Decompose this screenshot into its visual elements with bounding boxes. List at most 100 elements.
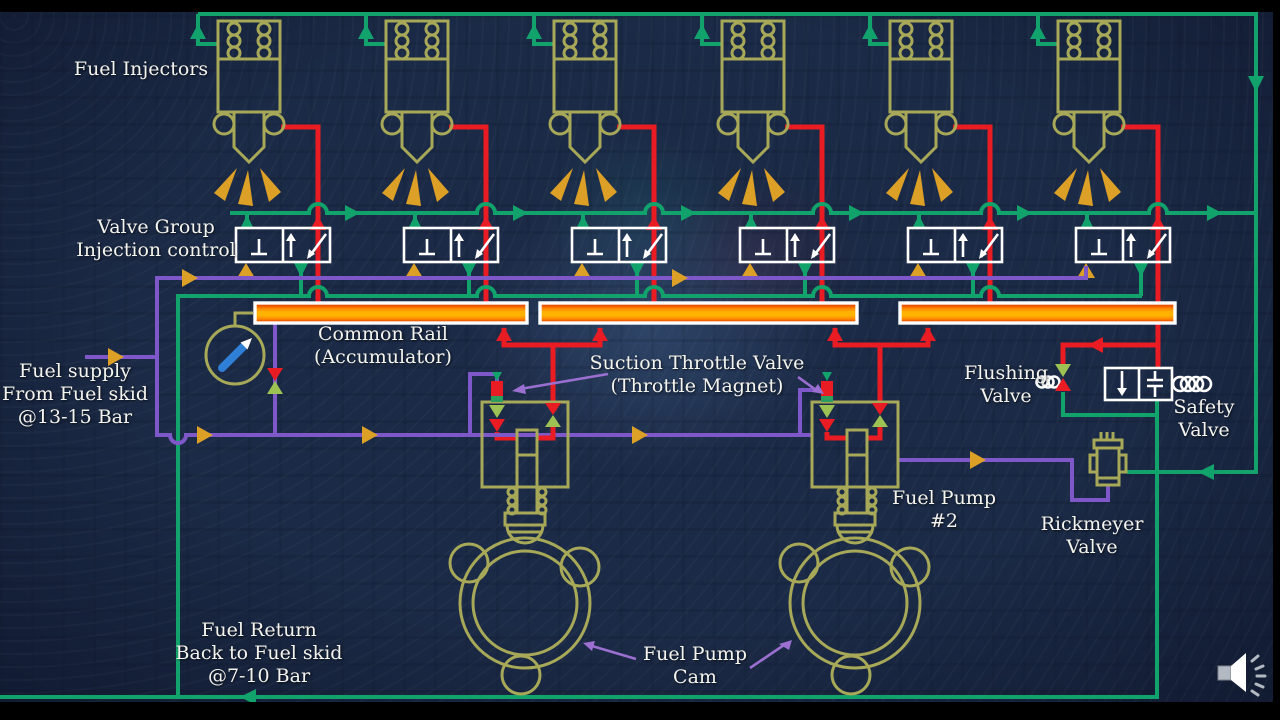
closed-port-symbol bbox=[1091, 239, 1107, 256]
spring-coil bbox=[592, 21, 608, 37]
letterbox-bottom bbox=[0, 702, 1280, 720]
spring-coil bbox=[226, 33, 242, 49]
letterbox-top bbox=[0, 0, 1280, 12]
plunger-spring bbox=[536, 495, 548, 507]
cam-lobe bbox=[448, 542, 490, 584]
label-line: Valve bbox=[1178, 419, 1230, 441]
fuel-spray bbox=[718, 168, 741, 201]
fuel-spray bbox=[214, 168, 237, 201]
closed-port-symbol bbox=[587, 239, 603, 256]
rail-check-valve bbox=[267, 381, 283, 394]
plunger-spring bbox=[836, 486, 848, 498]
spring-coil bbox=[1096, 21, 1112, 37]
discharge-check-valve bbox=[545, 403, 561, 415]
label-line: Fuel Return bbox=[201, 619, 317, 641]
spring-coil bbox=[562, 21, 578, 37]
suction-check-valve bbox=[489, 405, 505, 418]
fuel-injector-4 bbox=[716, 19, 790, 206]
spring-coil bbox=[898, 45, 914, 61]
pump-plunger bbox=[515, 428, 539, 515]
annotation-arrow bbox=[519, 372, 609, 391]
injection-control-valve-1 bbox=[236, 228, 332, 264]
fuel-return-line bbox=[0, 415, 1159, 699]
nozzle-collar bbox=[766, 112, 790, 136]
injector-body bbox=[384, 57, 450, 114]
letterbox-right bbox=[1273, 0, 1280, 720]
nozzle-collar bbox=[212, 112, 236, 136]
throttle-magnet-base bbox=[491, 396, 503, 402]
plunger-spring bbox=[836, 495, 848, 507]
cam-lobe bbox=[778, 542, 820, 584]
cam-follower bbox=[503, 511, 547, 527]
plunger-spring bbox=[866, 486, 878, 498]
nozzle-collar bbox=[598, 112, 622, 136]
injector-nozzle bbox=[400, 110, 434, 165]
main-piping bbox=[0, 12, 1264, 705]
flushing-spring bbox=[1047, 375, 1061, 389]
rickmeyer-valve bbox=[1088, 432, 1128, 487]
spring-coil bbox=[226, 21, 242, 37]
spring-coil bbox=[1066, 21, 1082, 37]
throttle-magnet-base bbox=[821, 396, 833, 402]
fuel-pump-2 bbox=[810, 372, 900, 545]
follower-shoe bbox=[835, 524, 875, 545]
throttle-magnet bbox=[821, 381, 833, 396]
fuel-spray bbox=[932, 168, 953, 202]
common-rail-3 bbox=[898, 301, 1177, 325]
annotation-arrow bbox=[797, 375, 817, 392]
spring-coil bbox=[592, 33, 608, 49]
label-line: From Fuel skid bbox=[1, 383, 149, 405]
injector-body bbox=[216, 57, 282, 114]
label-line: Fuel Injectors bbox=[73, 58, 209, 80]
plunger-spring bbox=[506, 495, 518, 507]
flow-arrow bbox=[622, 233, 632, 241]
safety-spring bbox=[1179, 375, 1197, 393]
valve-tab bbox=[1088, 453, 1099, 474]
nozzle-collar bbox=[934, 112, 958, 136]
closed-port-symbol bbox=[1147, 371, 1163, 397]
label-rickmeyer-valve: Rickmeyer Valve bbox=[1022, 513, 1162, 559]
spring-coil bbox=[730, 45, 746, 61]
nozzle-collar bbox=[716, 112, 740, 136]
label-line: #2 bbox=[929, 510, 958, 532]
injector-nozzle bbox=[568, 110, 602, 165]
label-line: Fuel supply bbox=[19, 360, 131, 382]
nozzle-collar bbox=[884, 112, 908, 136]
spring-coil bbox=[394, 33, 410, 49]
injection-control-valve-6 bbox=[1076, 228, 1172, 264]
nozzle-collar bbox=[1102, 112, 1126, 136]
fuel-spray bbox=[238, 170, 253, 206]
spring-coil bbox=[760, 33, 776, 49]
spring-coil bbox=[898, 21, 914, 37]
fuel-injector-6 bbox=[1052, 19, 1126, 206]
closed-port-symbol bbox=[251, 239, 267, 256]
audio-speaker-icon[interactable] bbox=[1217, 653, 1246, 692]
fuel-spray bbox=[764, 168, 785, 202]
fuel-spray bbox=[910, 170, 925, 206]
pump-housing bbox=[810, 400, 900, 489]
spring-coil bbox=[1096, 33, 1112, 49]
annotation-arrow bbox=[749, 643, 785, 670]
fuel-spray bbox=[406, 170, 421, 206]
flow-arrow bbox=[286, 233, 296, 241]
plunger-spring bbox=[866, 495, 878, 507]
flow-arrow bbox=[454, 233, 464, 241]
label-fuel-pump-2: Fuel Pump #2 bbox=[884, 487, 1004, 533]
cam-lobe-body bbox=[788, 536, 922, 670]
discharge-check-valve bbox=[545, 415, 561, 427]
label-line: Cam bbox=[673, 666, 717, 688]
nozzle-collar bbox=[1052, 112, 1076, 136]
pressure-gauge bbox=[204, 311, 266, 386]
annotation-arrow bbox=[591, 644, 637, 661]
pump2-to-rickmeyer bbox=[897, 458, 1110, 502]
green-supply-loop bbox=[198, 12, 1258, 474]
fuel-spray bbox=[260, 168, 281, 202]
valve-drain-lines bbox=[1061, 392, 1159, 417]
fuel-injector-3 bbox=[548, 19, 622, 206]
injector-nozzle bbox=[232, 110, 266, 165]
safety-spring bbox=[1187, 375, 1205, 393]
throttle-magnet bbox=[491, 381, 503, 396]
injector-return-line bbox=[230, 202, 1256, 215]
follower-shoe bbox=[505, 524, 545, 545]
label-safety-valve: Safety Valve bbox=[1154, 396, 1254, 442]
